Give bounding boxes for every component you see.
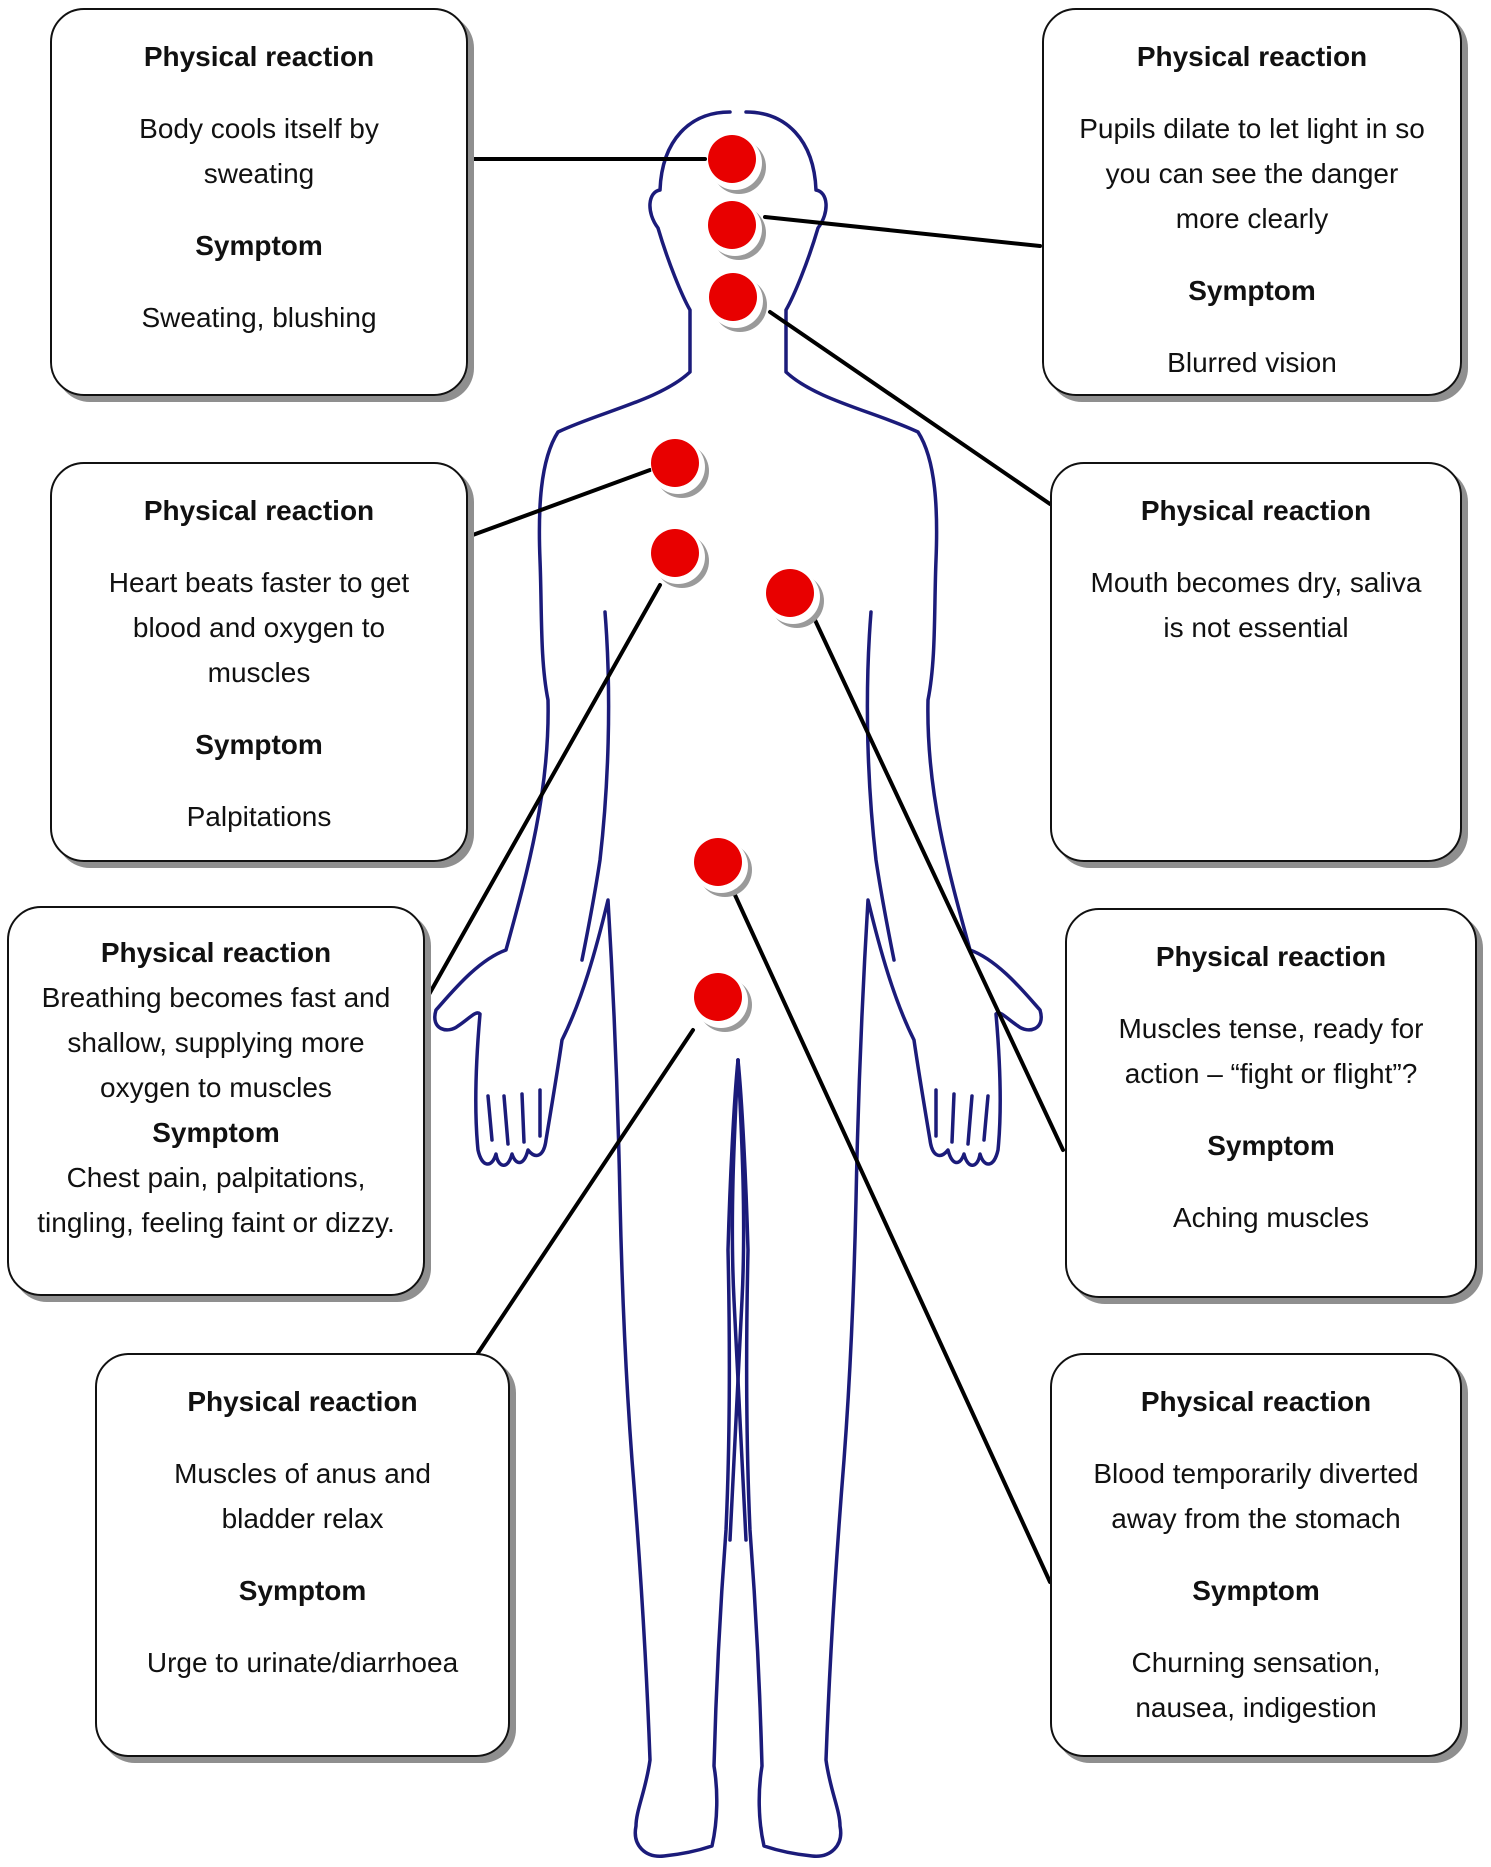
symptom-heading: Symptom: [1078, 1568, 1434, 1613]
reaction-heading: Physical reaction: [78, 34, 440, 79]
marker-dot-mouth: [709, 273, 767, 332]
reaction-heading: Physical reaction: [35, 930, 397, 975]
callout-box-mouth: Physical reaction Mouth becomes dry, sal…: [1050, 462, 1462, 862]
reaction-text: Mouth becomes dry, saliva is not essenti…: [1078, 560, 1434, 650]
connector-mouth: [770, 312, 1050, 504]
reaction-heading: Physical reaction: [78, 488, 440, 533]
reaction-heading: Physical reaction: [1078, 488, 1434, 533]
symptom-heading: Symptom: [78, 722, 440, 767]
marker-dot-forehead: [708, 135, 766, 194]
reaction-heading: Physical reaction: [1078, 1379, 1434, 1424]
marker-dot-stomach: [694, 838, 752, 897]
symptom-heading: Symptom: [1093, 1123, 1449, 1168]
callout-box-stomach: Physical reaction Blood temporarily dive…: [1050, 1353, 1462, 1757]
reaction-text: Body cools itself by sweating: [78, 106, 440, 196]
callout-box-muscles: Physical reaction Muscles tense, ready f…: [1065, 908, 1477, 1298]
reaction-text: Breathing becomes fast and shallow, supp…: [35, 975, 397, 1110]
connector-stomach: [735, 895, 1050, 1582]
symptom-text: Aching muscles: [1093, 1195, 1449, 1240]
symptom-text: Sweating, blushing: [78, 295, 440, 340]
connector-bladder: [478, 1030, 693, 1353]
connector-muscles: [815, 620, 1063, 1150]
marker-dot-eyes: [708, 201, 766, 260]
callout-box-sweating: Physical reaction Body cools itself by s…: [50, 8, 468, 396]
left-hand-fingers: [488, 1090, 540, 1144]
symptom-text: Churning sensation, nausea, indigestion: [1078, 1640, 1434, 1730]
symptom-text: Urge to urinate/diarrhoea: [123, 1640, 482, 1685]
symptom-text: Chest pain, palpitations, tingling, feel…: [35, 1155, 397, 1245]
connector-heart: [470, 470, 650, 536]
reaction-text: Muscles of anus and bladder relax: [123, 1451, 482, 1541]
symptom-heading: Symptom: [35, 1110, 397, 1155]
reaction-text: Blood temporarily diverted away from the…: [1078, 1451, 1434, 1541]
reaction-heading: Physical reaction: [123, 1379, 482, 1424]
symptom-text: Blurred vision: [1070, 340, 1434, 385]
connector-pupils: [765, 217, 1040, 246]
callout-box-bladder: Physical reaction Muscles of anus and bl…: [95, 1353, 510, 1757]
reaction-heading: Physical reaction: [1093, 934, 1449, 979]
symptom-heading: Symptom: [123, 1568, 482, 1613]
marker-dot-lungs: [651, 529, 709, 588]
reaction-text: Heart beats faster to get blood and oxyg…: [78, 560, 440, 695]
symptom-text: Palpitations: [78, 794, 440, 839]
marker-dot-bladder: [694, 973, 752, 1032]
symptom-heading: Symptom: [1070, 268, 1434, 313]
body-outline-right-half: [738, 112, 1041, 1856]
marker-dot-chest-muscles: [766, 569, 824, 628]
symptom-heading: Symptom: [78, 223, 440, 268]
reaction-heading: Physical reaction: [1070, 34, 1434, 79]
reaction-text: Muscles tense, ready for action – “fight…: [1093, 1006, 1449, 1096]
right-hand-fingers: [936, 1090, 988, 1144]
reaction-text: Pupils dilate to let light in so you can…: [1070, 106, 1434, 241]
callout-box-breathing: Physical reaction Breathing becomes fast…: [7, 906, 425, 1296]
marker-dot-heart: [651, 439, 709, 498]
callout-box-heart: Physical reaction Heart beats faster to …: [50, 462, 468, 862]
callout-box-pupils: Physical reaction Pupils dilate to let l…: [1042, 8, 1462, 396]
